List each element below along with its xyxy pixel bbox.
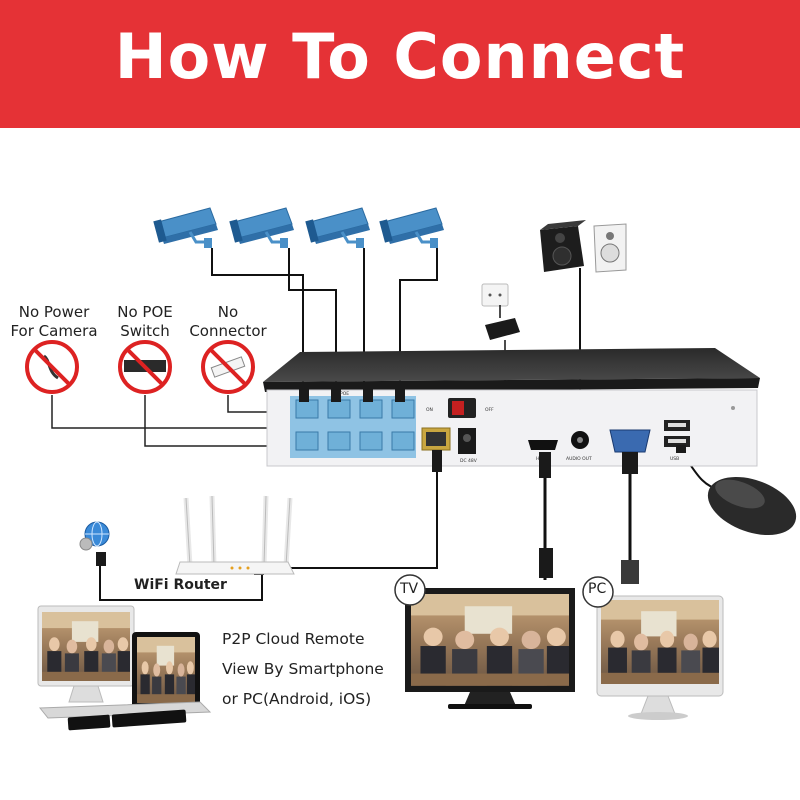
speaker-icon [540, 220, 586, 272]
p2p-line-2: View By Smartphone [222, 660, 384, 678]
banner-title: How To Connect [114, 20, 686, 93]
tv-monitor-icon [405, 588, 575, 709]
wall-socket-icon [481, 283, 509, 307]
dc-label: DC 48V [460, 458, 478, 464]
wifi-router-icon [175, 495, 295, 575]
no-power-icon [25, 340, 79, 394]
smartphone-icon [67, 709, 187, 731]
security-camera-icon [151, 206, 220, 250]
nvr-device: ON OFF DC 48V HDMI AUDIO OUT VGA USB POE [263, 348, 760, 467]
security-camera-icon [303, 206, 372, 250]
off-label: OFF [485, 407, 494, 413]
laptop-icon [38, 701, 212, 719]
power-adapter-icon [485, 305, 520, 340]
speaker-icon [593, 223, 627, 273]
mouse-icon [707, 476, 797, 536]
on-label: ON [426, 407, 433, 413]
security-camera-icon [377, 206, 446, 250]
p2p-line-1: P2P Cloud Remote [222, 630, 365, 648]
usb-label: USB [670, 456, 679, 462]
no-poe-switch-icon [118, 340, 172, 394]
pc-label: PC [588, 581, 607, 597]
poe-label: POE [340, 391, 349, 397]
pc-monitor-icon [37, 605, 135, 703]
no-connector-icon [201, 340, 255, 394]
p2p-line-3: or PC(Android, iOS) [222, 690, 372, 708]
no-connector-label: No Connector [189, 303, 267, 340]
tablet-icon [132, 632, 200, 708]
security-camera-icon [227, 206, 296, 250]
no-option-cables [51, 395, 290, 447]
audio-out-label: AUDIO OUT [566, 456, 592, 462]
banner: How To Connect [0, 0, 800, 128]
no-poe-switch-label: No POE Switch [117, 303, 173, 340]
wifi-router-label: WiFi Router [134, 577, 227, 593]
pc-monitor-icon [596, 595, 724, 720]
no-power-label: No Power For Camera [10, 303, 98, 340]
globe-icon [79, 521, 110, 551]
tv-label: TV [400, 581, 419, 597]
